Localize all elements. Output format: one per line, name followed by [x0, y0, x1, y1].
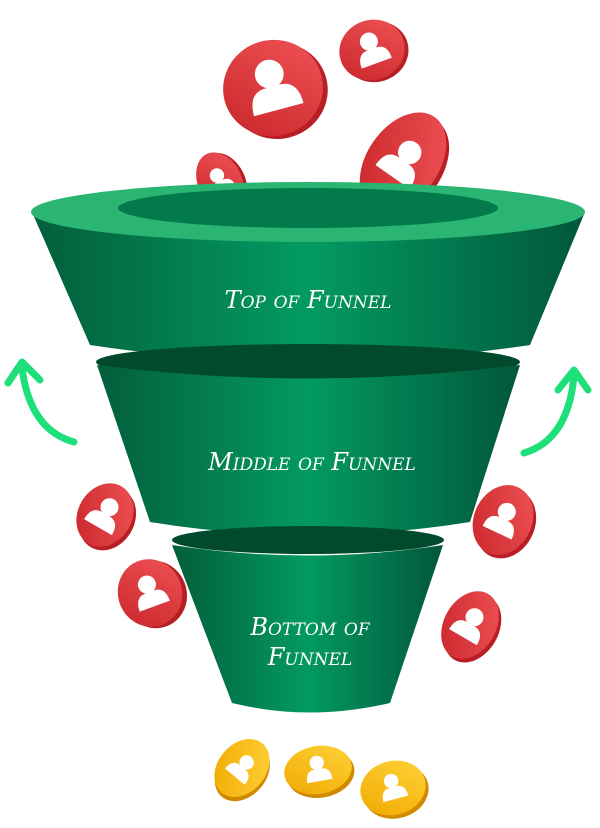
red-coin-right-2	[441, 591, 502, 663]
stage-label-middle: Middle of Funnel	[207, 448, 416, 476]
stage-label-top: Top of Funnel	[225, 286, 392, 314]
yellow-coin-1	[214, 739, 270, 802]
red-coin-left-1	[76, 483, 137, 551]
stage-label-bottom-line1: Bottom of	[249, 613, 370, 641]
red-coin-left-2	[117, 559, 188, 629]
yellow-coin-2	[284, 745, 355, 798]
red-coin-top-large	[223, 39, 328, 139]
funnel-stage-top: Top of Funnel	[31, 182, 585, 362]
stage-label-bottom-line2: Funnel	[267, 643, 352, 671]
red-coin-top-small	[339, 19, 409, 83]
arrow-up-right-icon	[520, 366, 592, 457]
funnel-stage-middle: Middle of Funnel	[96, 344, 520, 535]
yellow-coin-3	[360, 760, 429, 819]
funnel-stage-bottom: Bottom of Funnel	[172, 526, 444, 713]
arrow-up-left-icon	[4, 358, 78, 446]
red-coin-right-1	[472, 485, 537, 559]
